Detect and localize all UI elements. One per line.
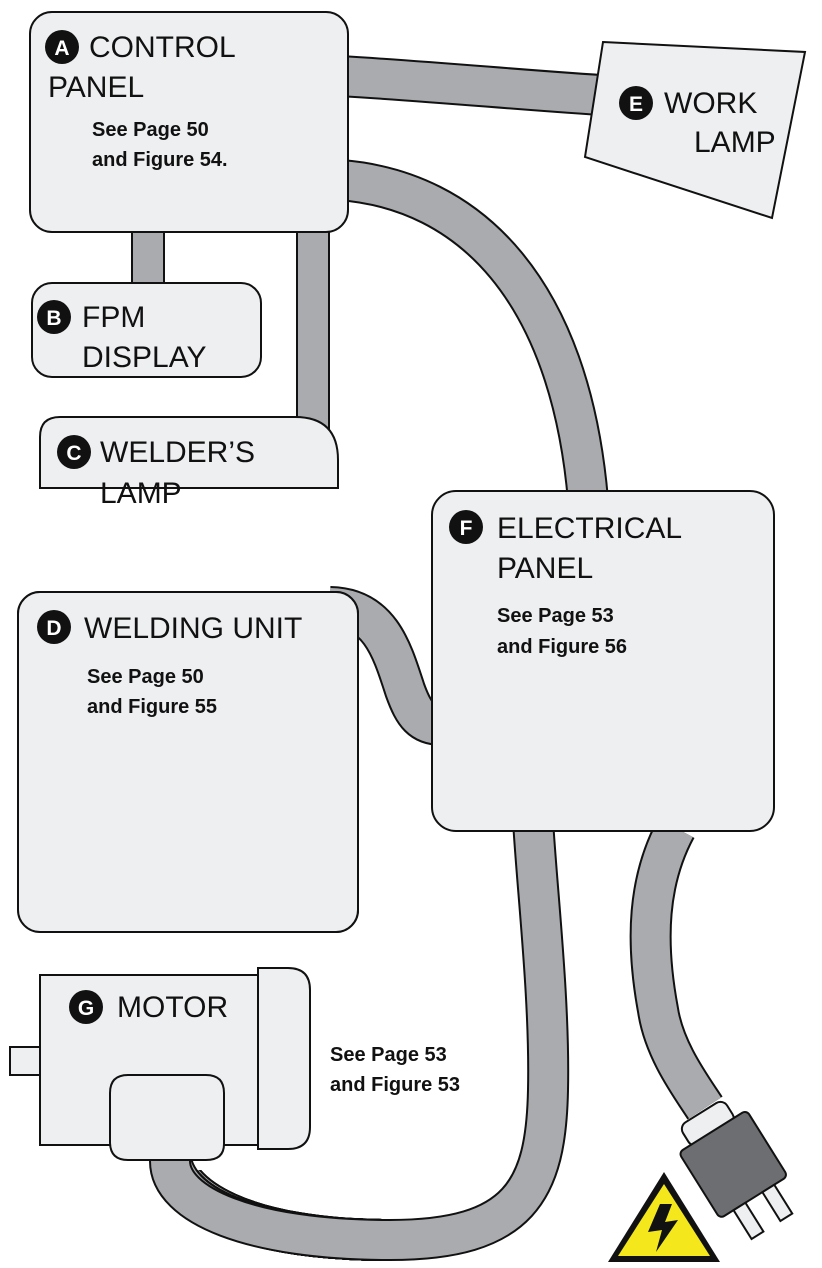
badge-f-letter: F: [460, 517, 473, 540]
motor-title: MOTOR: [117, 991, 228, 1024]
cable-control-to-electrical-panel: [340, 180, 588, 500]
welders-lamp-title-line2: LAMP: [100, 477, 182, 510]
cable-control-to-work-lamp: [340, 76, 615, 96]
badge-a-letter: A: [54, 37, 69, 60]
fpm-display-component: B FPM DISPLAY: [32, 283, 261, 377]
welding-unit-title-restored: WELDING UNIT: [84, 612, 302, 645]
welding-unit-note-line2-restored: and Figure 55: [87, 696, 217, 718]
badge-d-letter-restored: D: [46, 617, 61, 640]
control-panel-title-line2: PANEL: [48, 71, 144, 104]
motor-note-line1: See Page 53: [330, 1044, 447, 1066]
motor-component-final: G MOTOR: [10, 968, 390, 1240]
welders-lamp-component: C WELDER’S LAMP: [40, 417, 338, 510]
fpm-display-title-line2: DISPLAY: [82, 341, 207, 374]
work-lamp-title-line2: LAMP: [694, 126, 776, 159]
motor-notes: See Page 53 and Figure 53: [330, 1044, 460, 1096]
control-panel-note-line1: See Page 50: [92, 119, 209, 141]
electrical-panel-title-line1: ELECTRICAL: [497, 512, 682, 545]
control-panel-title-line1: CONTROL: [89, 31, 236, 64]
motor-terminal-box-final: [110, 1075, 224, 1160]
badge-e-letter: E: [629, 93, 643, 116]
electrical-panel-component: F ELECTRICAL PANEL See Page 53 and Figur…: [432, 491, 774, 831]
motor-note-line2: and Figure 53: [330, 1074, 460, 1096]
badge-g-letter: G: [78, 997, 94, 1020]
motor-end-bell-final-geom: [258, 968, 310, 1149]
work-lamp-component: E WORK LAMP: [585, 42, 805, 218]
work-lamp-title-line1: WORK: [664, 87, 757, 120]
badge-c-letter: C: [66, 442, 81, 465]
control-panel-note-line2: and Figure 54.: [92, 149, 228, 171]
welding-unit-note-line1-restored: See Page 50: [87, 666, 204, 688]
fpm-display-title-line1: FPM: [82, 301, 145, 334]
electrical-panel-note-line2: and Figure 56: [497, 636, 627, 658]
badge-b-letter: B: [46, 307, 61, 330]
electrical-panel-title-line2: PANEL: [497, 552, 593, 585]
control-panel-component: A CONTROL PANEL See Page 50 and Figure 5…: [30, 12, 348, 232]
motor-shaft-final-geom: [10, 1047, 42, 1075]
cable-electrical-panel-to-plug: [651, 828, 705, 1108]
welders-lamp-title-line1: WELDER’S: [100, 436, 255, 469]
electrical-panel-note-line1: See Page 53: [497, 605, 614, 627]
